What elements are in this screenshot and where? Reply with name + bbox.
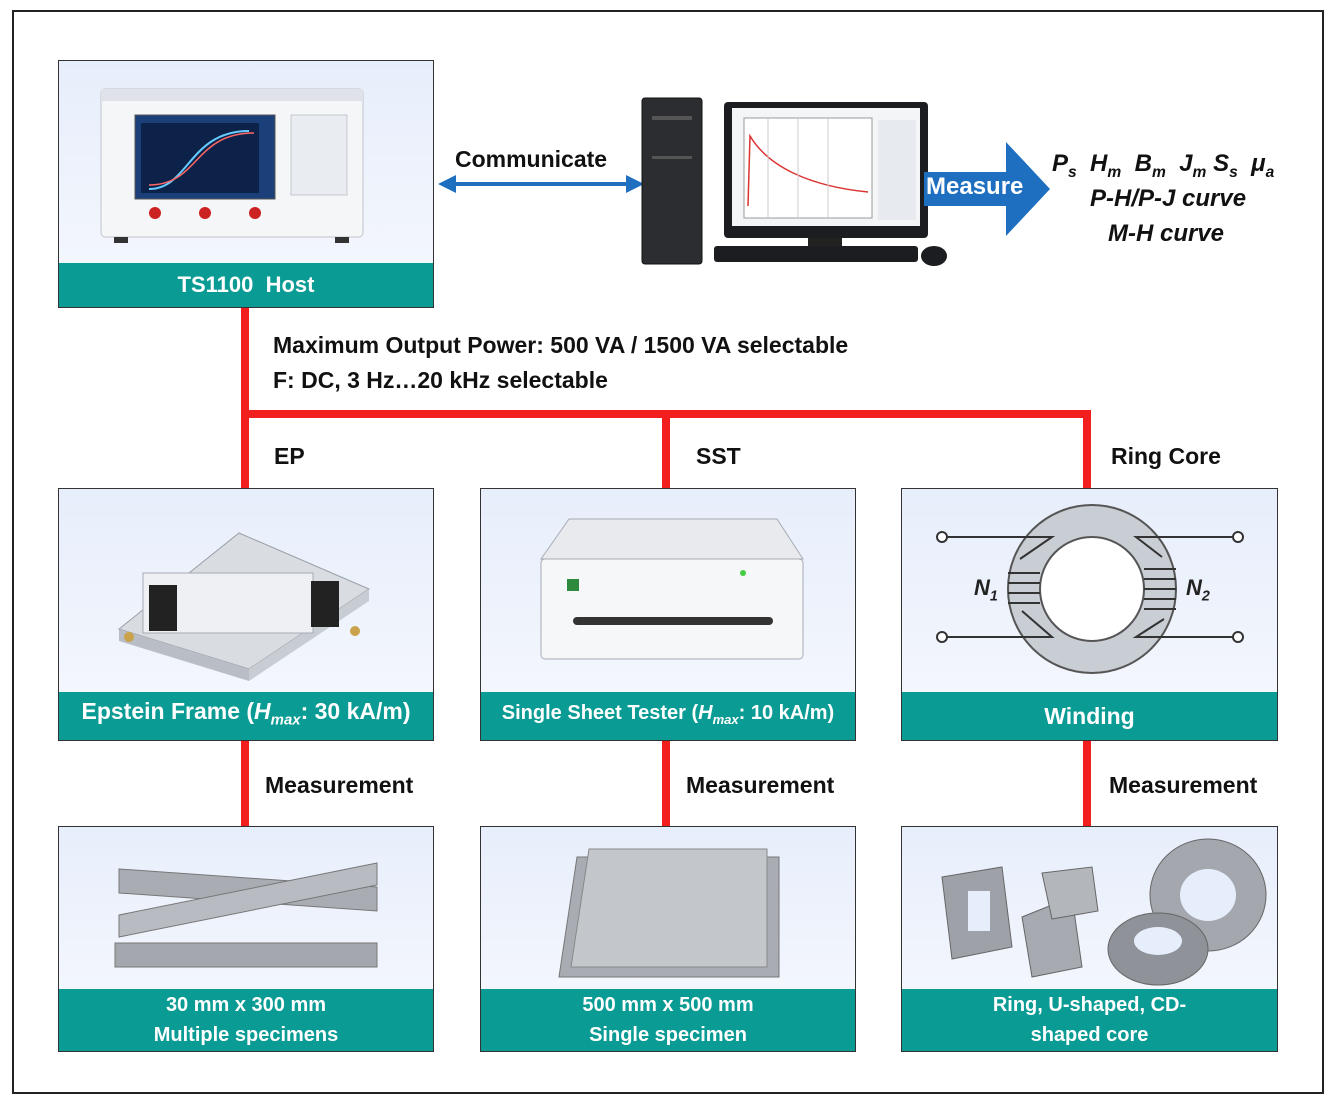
- epstein-strips-icon: [114, 862, 378, 968]
- ep-specimen-box: 30 mm x 300 mm Multiple specimens: [58, 826, 434, 1052]
- quantity-ss: Ss: [1213, 150, 1238, 181]
- sst-specimen-caption: 500 mm x 500 mm Single specimen: [481, 989, 855, 1051]
- measurement-label-sst: Measurement: [686, 772, 835, 798]
- sst-caption-subscript: max: [712, 711, 739, 727]
- ring-specimen-line1: Ring, U-shaped, CD-: [992, 994, 1187, 1016]
- sst-specimen-box: 500 mm x 500 mm Single specimen: [480, 826, 856, 1052]
- measured-quantities: Ps Hm Bm Jm Ss μa: [1052, 150, 1274, 182]
- ring-specimen-line2: shaped core: [1030, 1024, 1149, 1046]
- quantity-ps: Ps: [1052, 150, 1077, 181]
- epstein-frame-box: Epstein Frame (Hmax: 30 kA/m): [58, 488, 434, 741]
- sst-measure-line: [662, 740, 670, 827]
- sst-image: [481, 489, 855, 692]
- ring-drop-line: [1083, 410, 1091, 490]
- sst-caption: Single Sheet Tester (Hmax: 10 kA/m): [481, 692, 855, 740]
- branch-label-sst: SST: [696, 443, 741, 469]
- measurement-label-ring: Measurement: [1109, 772, 1258, 798]
- ep-specimen-line2: Multiple specimens: [153, 1024, 339, 1046]
- sst-caption-suffix: : 10 kA/m): [738, 701, 835, 724]
- sst-caption-symbol: H: [698, 701, 713, 724]
- branch-label-ring-core: Ring Core: [1111, 443, 1221, 469]
- epstein-caption-prefix: Epstein Frame (: [81, 698, 255, 725]
- branch-label-ep: EP: [274, 443, 305, 469]
- winding-image: N1 N2: [902, 489, 1277, 692]
- ep-specimen-line1: 30 mm x 300 mm: [165, 994, 327, 1016]
- epstein-frame-icon: [117, 532, 371, 681]
- sst-device-icon: [540, 518, 804, 660]
- communicate-label: Communicate: [455, 146, 608, 172]
- quantity-mua: μa: [1251, 150, 1275, 181]
- sst-specimen-line1: 500 mm x 500 mm: [582, 994, 754, 1016]
- ring-measure-line: [1083, 740, 1091, 827]
- cores-icon: [941, 838, 1267, 986]
- sst-box: Single Sheet Tester (Hmax: 10 kA/m): [480, 488, 856, 741]
- quantity-bm: Bm: [1134, 150, 1166, 181]
- sst-caption-prefix: Single Sheet Tester (: [501, 701, 699, 724]
- host-device-icon: [100, 88, 364, 243]
- winding-box: N1 N2 Winding: [901, 488, 1278, 741]
- quantity-jm: Jm: [1179, 150, 1207, 181]
- epstein-frame-caption: Epstein Frame (Hmax: 30 kA/m): [59, 692, 433, 740]
- ring-specimen-caption: Ring, U-shaped, CD- shaped core: [902, 989, 1277, 1051]
- winding-label-n2: N2: [1186, 575, 1210, 605]
- toroid-winding-icon: [936, 504, 1244, 674]
- sst-drop-line: [662, 410, 670, 490]
- epstein-frame-image: [59, 489, 433, 692]
- spec-frequency: F: DC, 3 Hz…20 kHz selectable: [273, 367, 608, 393]
- epstein-caption-subscript: max: [270, 711, 301, 729]
- measure-arrow-label: Measure: [926, 173, 1024, 200]
- ep-specimen-caption: 30 mm x 300 mm Multiple specimens: [59, 989, 433, 1051]
- sst-specimen-line2: Single specimen: [589, 1024, 747, 1046]
- diagram-frame: [12, 10, 1324, 1094]
- quantity-hm: Hm: [1090, 150, 1122, 181]
- host-trunk-line: [241, 307, 249, 490]
- host-image: [59, 61, 433, 263]
- ring-specimen-box: Ring, U-shaped, CD- shaped core: [901, 826, 1278, 1052]
- curve-ph-pj: P-H/P-J curve: [1090, 185, 1247, 212]
- sst-specimen-image: [481, 827, 855, 989]
- host-box: TS1100 Host: [58, 60, 434, 308]
- host-caption: TS1100 Host: [59, 263, 433, 307]
- winding-caption: Winding: [902, 692, 1277, 740]
- winding-label-n1: N1: [974, 575, 998, 605]
- epstein-caption-suffix: : 30 kA/m): [300, 698, 411, 725]
- ep-specimen-image: [59, 827, 433, 989]
- measure-arrow: [924, 142, 1050, 236]
- measurement-label-ep: Measurement: [265, 772, 414, 798]
- single-sheet-icon: [558, 848, 780, 978]
- ring-specimen-image: [902, 827, 1277, 989]
- curve-mh: M-H curve: [1108, 220, 1225, 247]
- computer-icon: [641, 97, 947, 266]
- epstein-caption-symbol: H: [254, 698, 271, 725]
- host-caption-text: TS1100 Host: [177, 272, 315, 297]
- communicate-arrow: [438, 175, 644, 193]
- ep-measure-line: [241, 740, 249, 827]
- spec-power: Maximum Output Power: 500 VA / 1500 VA s…: [273, 332, 849, 358]
- winding-caption-text: Winding: [1044, 703, 1135, 729]
